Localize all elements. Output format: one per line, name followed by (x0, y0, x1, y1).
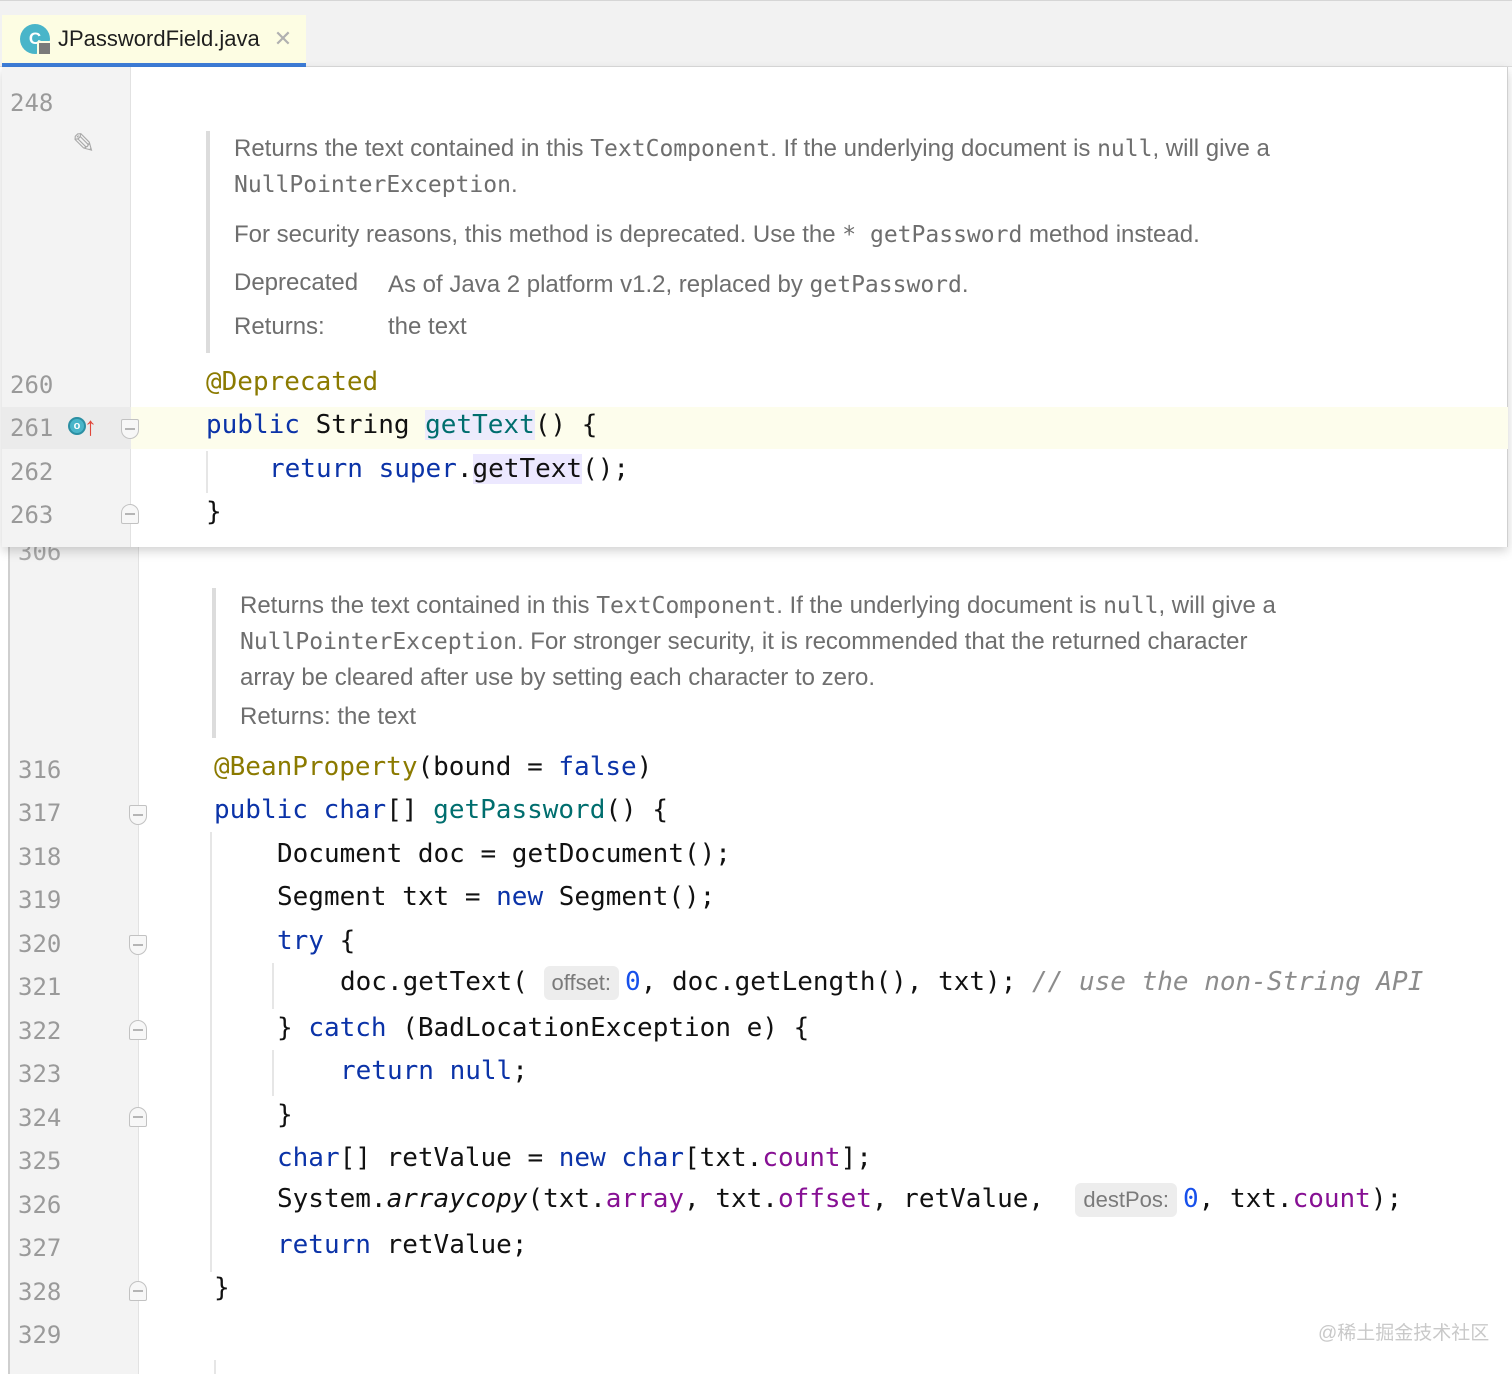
indent-guide (210, 832, 212, 1272)
line-number: 325 (18, 1147, 62, 1175)
gutter-edge (8, 0, 10, 1374)
code-line-318[interactable]: Document doc = getDocument(); (277, 839, 731, 869)
watermark: @稀土掘金技术社区 (1318, 1323, 1490, 1344)
code-line-321[interactable]: doc.getText( offset:0, doc.getLength(), … (340, 966, 1423, 1000)
line-number: 324 (18, 1104, 62, 1132)
indent-guide (206, 451, 208, 493)
popup-gutter (2, 67, 131, 547)
code-line-324[interactable]: } (277, 1100, 293, 1130)
close-icon[interactable]: ✕ (273, 26, 293, 51)
java-class-icon: C (20, 24, 52, 56)
tab-jpasswordfield[interactable]: C JPasswordField.java ✕ (2, 15, 306, 68)
code-line-317[interactable]: public char[] getPassword() { (214, 795, 668, 825)
line-number: 319 (18, 886, 62, 914)
javadoc-line: array be cleared after use by setting ea… (240, 664, 876, 691)
fold-toggle[interactable] (129, 1020, 147, 1040)
parameter-hint: destPos: (1075, 1183, 1177, 1217)
rendered-javadoc: Returns the text contained in this TextC… (206, 131, 1466, 353)
tab-label: JPasswordField.java (58, 26, 260, 51)
deprecated-label: Deprecated (234, 269, 359, 296)
line-number: 328 (18, 1278, 62, 1306)
code-line-260[interactable]: @Deprecated (206, 367, 379, 397)
javadoc-returns: Returns: the text (234, 313, 467, 340)
code-line-261[interactable]: public String getText() { (206, 410, 598, 440)
line-number: 326 (18, 1191, 62, 1219)
line-number: 322 (18, 1017, 62, 1045)
rendered-javadoc: Returns the text contained in this TextC… (212, 588, 1472, 738)
line-number: 329 (18, 1321, 62, 1349)
parameter-hint: offset: (543, 966, 620, 1000)
line-number: 262 (10, 458, 54, 486)
line-number: 320 (18, 930, 62, 958)
line-number: 248 (10, 89, 54, 117)
line-number: 260 (10, 371, 54, 399)
javadoc-returns: Returns: the text (240, 703, 417, 730)
code-line-262[interactable]: return super.getText(); (269, 454, 630, 484)
fold-toggle[interactable] (129, 1281, 147, 1301)
line-number: 261 (10, 414, 54, 442)
current-line-highlight (2, 407, 1508, 449)
code-line-263[interactable]: } (206, 497, 222, 527)
javadoc-line: NullPointerException. For stronger secur… (240, 628, 1248, 655)
javadoc-paragraph: Returns the text contained in this TextC… (234, 135, 1270, 198)
indent-guide (272, 963, 274, 1009)
indent-guide (214, 1360, 216, 1374)
code-line-322[interactable]: } catch (BadLocationException e) { (277, 1013, 810, 1043)
line-number: 323 (18, 1060, 62, 1088)
pencil-icon[interactable]: ✎ (72, 128, 96, 159)
quick-definition-popup[interactable]: 248 260 261 262 263 ✎ o↑ Returns the tex… (2, 67, 1508, 547)
code-line-323[interactable]: return null; (340, 1056, 528, 1086)
fold-toggle[interactable] (121, 419, 139, 439)
editor-tab-bar: C JPasswordField.java ✕ (0, 0, 1512, 68)
overrides-method-icon[interactable]: o↑ (68, 413, 97, 439)
fold-toggle[interactable] (129, 935, 147, 955)
code-line-319[interactable]: Segment txt = new Segment(); (277, 882, 716, 912)
current-line-gutter (2, 407, 131, 449)
code-line-320[interactable]: try { (277, 926, 356, 956)
fold-toggle[interactable] (129, 805, 147, 825)
indent-guide (272, 1050, 274, 1096)
javadoc-paragraph: For security reasons, this method is dep… (234, 221, 1200, 248)
code-line-327[interactable]: return retValue; (277, 1230, 528, 1260)
fold-toggle[interactable] (121, 504, 139, 524)
line-number: 317 (18, 799, 62, 827)
code-line-325[interactable]: char[] retValue = new char[txt.count]; (277, 1143, 872, 1173)
line-number: 316 (18, 756, 62, 784)
line-number: 321 (18, 973, 62, 1001)
line-number: 318 (18, 843, 62, 871)
code-line-326[interactable]: System.arraycopy(txt.array, txt.offset, … (277, 1183, 1402, 1217)
code-line-316[interactable]: @BeanProperty(bound = false) (214, 752, 653, 782)
fold-toggle[interactable] (129, 1107, 147, 1127)
code-line-328[interactable]: } (214, 1273, 230, 1303)
line-number: 263 (10, 501, 54, 529)
javadoc-deprecated: Deprecated As of Java 2 platform v1.2, r… (234, 265, 1466, 301)
javadoc-line: Returns the text contained in this TextC… (240, 592, 1276, 619)
line-number: 327 (18, 1234, 62, 1262)
